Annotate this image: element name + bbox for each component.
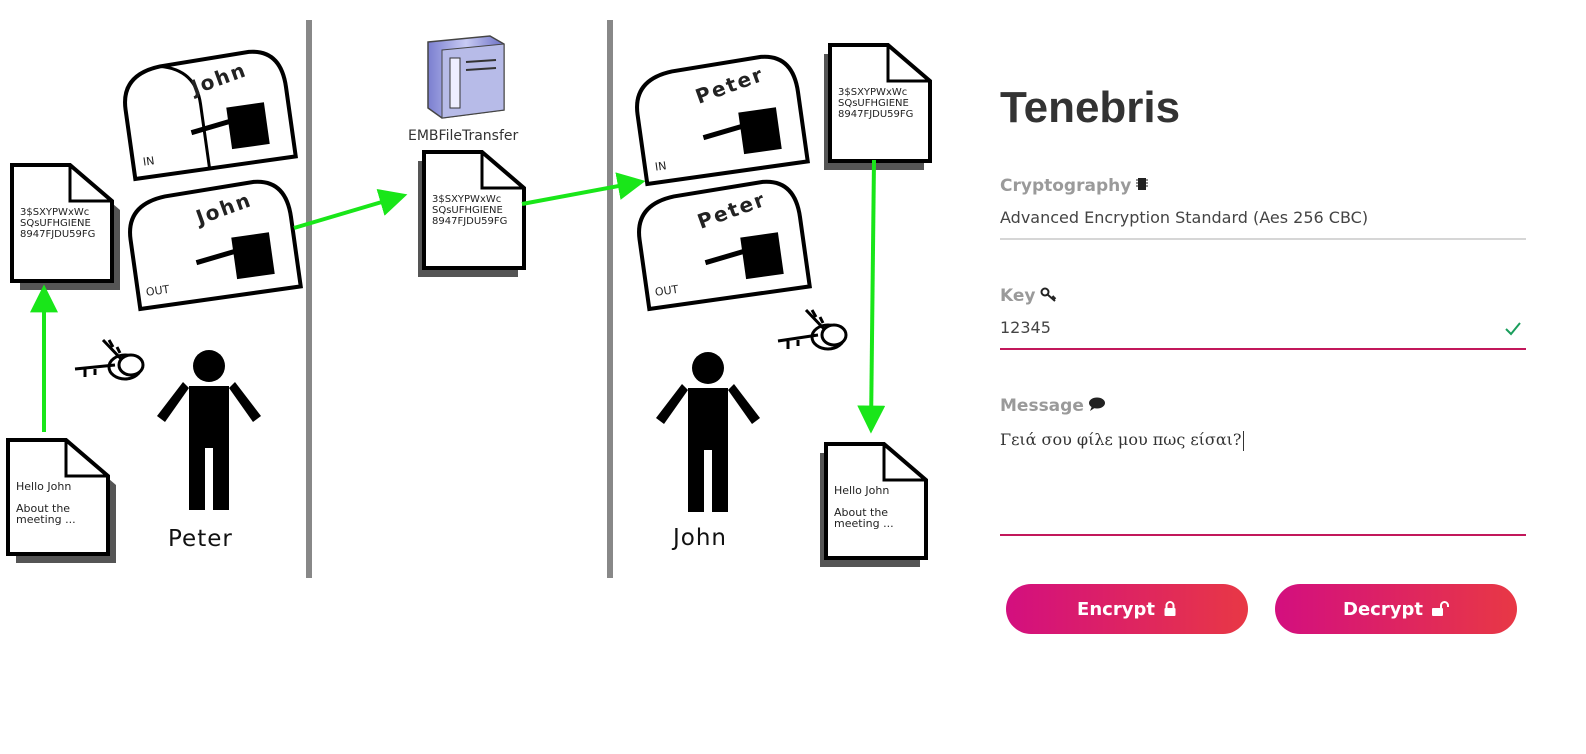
- key-input[interactable]: 12345: [1000, 318, 1526, 350]
- mailbox-tag: IN: [654, 159, 667, 173]
- key-illustration-left: [74, 338, 145, 381]
- mailbox-tag: OUT: [145, 283, 170, 299]
- lock-closed-icon: [1163, 601, 1177, 617]
- plain-line: Hello John: [16, 480, 71, 493]
- lock-open-icon: [1431, 601, 1449, 617]
- key-field[interactable]: Key 12345: [1000, 284, 1526, 350]
- server-label: EMBFileTransfer: [408, 128, 518, 144]
- mailbox-john-out: John OUT: [128, 179, 303, 312]
- decrypt-label: Decrypt: [1343, 598, 1423, 620]
- cryptography-label-row: Cryptography: [1000, 174, 1526, 198]
- document-ciphertext-server: 3$SXYPWxWc SQsUFHGIENE 8947FJDU59FG: [418, 150, 526, 277]
- key-label: Key: [1000, 286, 1036, 306]
- crypto-form: Tenebris Cryptography Advanced Encryptio…: [1000, 70, 1530, 634]
- cipher-line: 3$SXYPWxWc: [838, 87, 907, 98]
- mailbox-tag: IN: [142, 154, 155, 168]
- document-ciphertext-left: 3$SXYPWxWc SQsUFHGIENE 8947FJDU59FG: [10, 163, 120, 290]
- cipher-line: 8947FJDU59FG: [838, 109, 913, 120]
- key-illustration-right: [777, 308, 848, 351]
- plain-line: Hello John: [834, 484, 889, 497]
- cipher-line: 8947FJDU59FG: [20, 229, 95, 240]
- key-icon: [1040, 286, 1058, 307]
- plain-line: About the: [16, 502, 70, 515]
- encrypt-label: Encrypt: [1077, 598, 1155, 620]
- arrow-download: [521, 172, 646, 206]
- decrypt-button[interactable]: Decrypt: [1275, 584, 1517, 634]
- cryptography-label: Cryptography: [1000, 176, 1132, 196]
- mailbox-peter-out: Peter OUT: [637, 179, 812, 312]
- plain-line: About the: [834, 506, 888, 519]
- checkmark-icon: [1504, 320, 1522, 338]
- cipher-line: SQsUFHGIENE: [20, 218, 91, 229]
- document-plaintext-right: Hello John About the meeting ...: [820, 442, 928, 567]
- cipher-line: SQsUFHGIENE: [838, 98, 909, 109]
- cryptography-select[interactable]: Advanced Encryption Standard (Aes 256 CB…: [1000, 208, 1526, 240]
- arrow-decrypt-down: [857, 159, 886, 434]
- document-plaintext-left: Hello John About the meeting ...: [6, 438, 116, 563]
- mailbox-peter-in: Peter IN: [635, 54, 810, 187]
- app-title: Tenebris: [1000, 83, 1181, 132]
- mailbox-tag: OUT: [654, 283, 679, 299]
- plain-line: meeting ...: [834, 517, 894, 530]
- message-label: Message: [1000, 396, 1084, 416]
- speech-bubble-icon: [1088, 396, 1106, 417]
- person-name-sender: Peter: [168, 526, 233, 552]
- cipher-line: 8947FJDU59FG: [432, 216, 507, 227]
- person-receiver: [656, 352, 760, 512]
- chip-icon: [1135, 176, 1149, 197]
- encryption-flow-illustration: John IN John OUT 3$SXYPWxWc SQsUFHGIENE …: [6, 20, 932, 578]
- plain-line: meeting ...: [16, 513, 76, 526]
- server-icon: [427, 35, 505, 119]
- message-label-row: Message: [1000, 394, 1526, 418]
- arrow-upload: [293, 188, 408, 230]
- text-caret: [1242, 430, 1244, 451]
- key-label-row: Key: [1000, 284, 1526, 308]
- message-field[interactable]: Message Γειά σου φίλε μου πως είσαι?: [1000, 394, 1526, 536]
- mailbox-john-in: John IN: [123, 49, 298, 182]
- message-textarea[interactable]: Γειά σου φίλε μου πως είσαι?: [1000, 430, 1526, 536]
- person-sender: [157, 350, 261, 510]
- cipher-line: 3$SXYPWxWc: [432, 194, 501, 205]
- person-name-receiver: John: [671, 525, 727, 551]
- encrypt-button[interactable]: Encrypt: [1006, 584, 1248, 634]
- cipher-line: 3$SXYPWxWc: [20, 207, 89, 218]
- document-ciphertext-right: 3$SXYPWxWc SQsUFHGIENE 8947FJDU59FG: [824, 43, 932, 170]
- cryptography-field[interactable]: Cryptography Advanced Encryption Standar…: [1000, 174, 1526, 240]
- message-text: Γειά σου φίλε μου πως είσαι?: [1000, 430, 1242, 449]
- cipher-line: SQsUFHGIENE: [432, 205, 503, 216]
